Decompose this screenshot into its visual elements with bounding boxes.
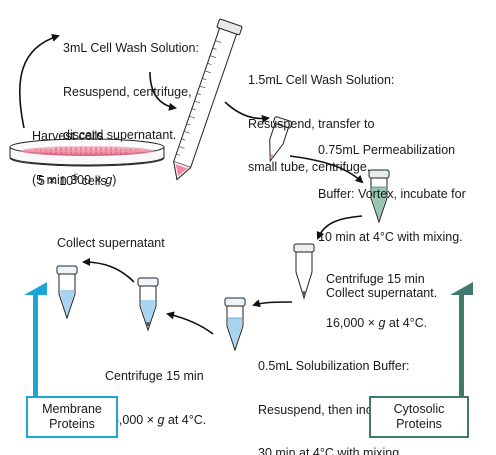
microtube-centrifuge-left-icon <box>137 277 159 332</box>
microtube-solubilization-icon <box>224 297 246 352</box>
microtube-centrifuge-pellet-icon <box>293 243 315 300</box>
wash-3ml-line3: discard supernatant. <box>63 128 177 142</box>
centrifuge-right-line2: 16,000 × g at 4°C. <box>326 315 428 330</box>
wash-1-5ml-line2: Resuspend, transfer to <box>248 116 375 131</box>
centrifuge-right-label: Centrifuge 15 min 16,000 × g at 4°C. <box>326 243 427 345</box>
cell-count-label: 5 × 106 cells <box>38 172 107 189</box>
wash-3ml-line2: Resuspend, centrifuge, <box>63 84 192 99</box>
permeabilization-line1: 0.75mL Permeabilization <box>318 143 456 157</box>
microtube-membrane-fraction-icon <box>56 265 78 320</box>
membrane-proteins-box: Membrane Proteins <box>26 396 118 438</box>
arrow-tube-to-microtube <box>224 101 270 123</box>
wash-1-5ml-line1: 1.5mL Cell Wash Solution: <box>248 73 395 87</box>
arrow-to-centrifuge-left <box>166 311 214 335</box>
collect-left-label: Collect supernatant <box>57 236 165 250</box>
arrow-to-collect-left <box>82 258 135 283</box>
solubilization-line1: 0.5mL Solubilization Buffer: <box>258 359 410 373</box>
microtube-permeabilization-icon <box>368 169 390 224</box>
centrifuge-left-line2: 16,000 × g at 4°C. <box>105 412 207 427</box>
harvest-line1: Harvest cells <box>32 129 104 143</box>
collect-right-label: Collect supernatant. <box>326 286 438 300</box>
wash-1-5ml-line3: small tube, centrifuge. <box>248 160 371 174</box>
cytosolic-fraction-arrow <box>450 282 473 398</box>
permeabilization-label: 0.75mL Permeabilization Buffer: Vortex, … <box>318 114 466 259</box>
wash-3ml-label: 3mL Cell Wash Solution: Resuspend, centr… <box>63 12 199 157</box>
conical-tube-15ml-icon <box>173 18 243 181</box>
process-arrows <box>18 33 364 335</box>
harvest-line2: (5 min 300 × g) <box>32 172 117 187</box>
permeabilization-line3: 10 min at 4°C with mixing. <box>318 230 463 244</box>
arrow-to-permeabilization <box>289 155 364 184</box>
centrifuge-left-label: Centrifuge 15 min 16,000 × g at 4°C. <box>105 340 206 442</box>
wash-1-5ml-label: 1.5mL Cell Wash Solution: Resuspend, tra… <box>248 44 394 189</box>
petri-dish-icon <box>9 138 165 167</box>
microtube-wash-icon <box>269 116 293 163</box>
arrow-to-solubilization <box>252 299 293 308</box>
membrane-fraction-arrow <box>24 282 47 398</box>
harvest-label: Harvest cells (5 min 300 × g) <box>32 100 116 202</box>
arrow-wash-to-tube <box>149 71 177 111</box>
cytosolic-proteins-box: Cytosolic Proteins <box>369 396 469 438</box>
permeabilization-line2: Buffer: Vortex, incubate for <box>318 186 466 201</box>
wash-3ml-line1: 3mL Cell Wash Solution: <box>63 41 199 55</box>
centrifuge-right-line1: Centrifuge 15 min <box>326 272 425 286</box>
arrow-to-centrifuge <box>316 215 363 240</box>
solubilization-line3: 30 min at 4°C with mixing. <box>258 446 403 455</box>
centrifuge-left-line1: Centrifuge 15 min <box>105 369 204 383</box>
arrow-harvest-to-wash <box>18 33 60 129</box>
